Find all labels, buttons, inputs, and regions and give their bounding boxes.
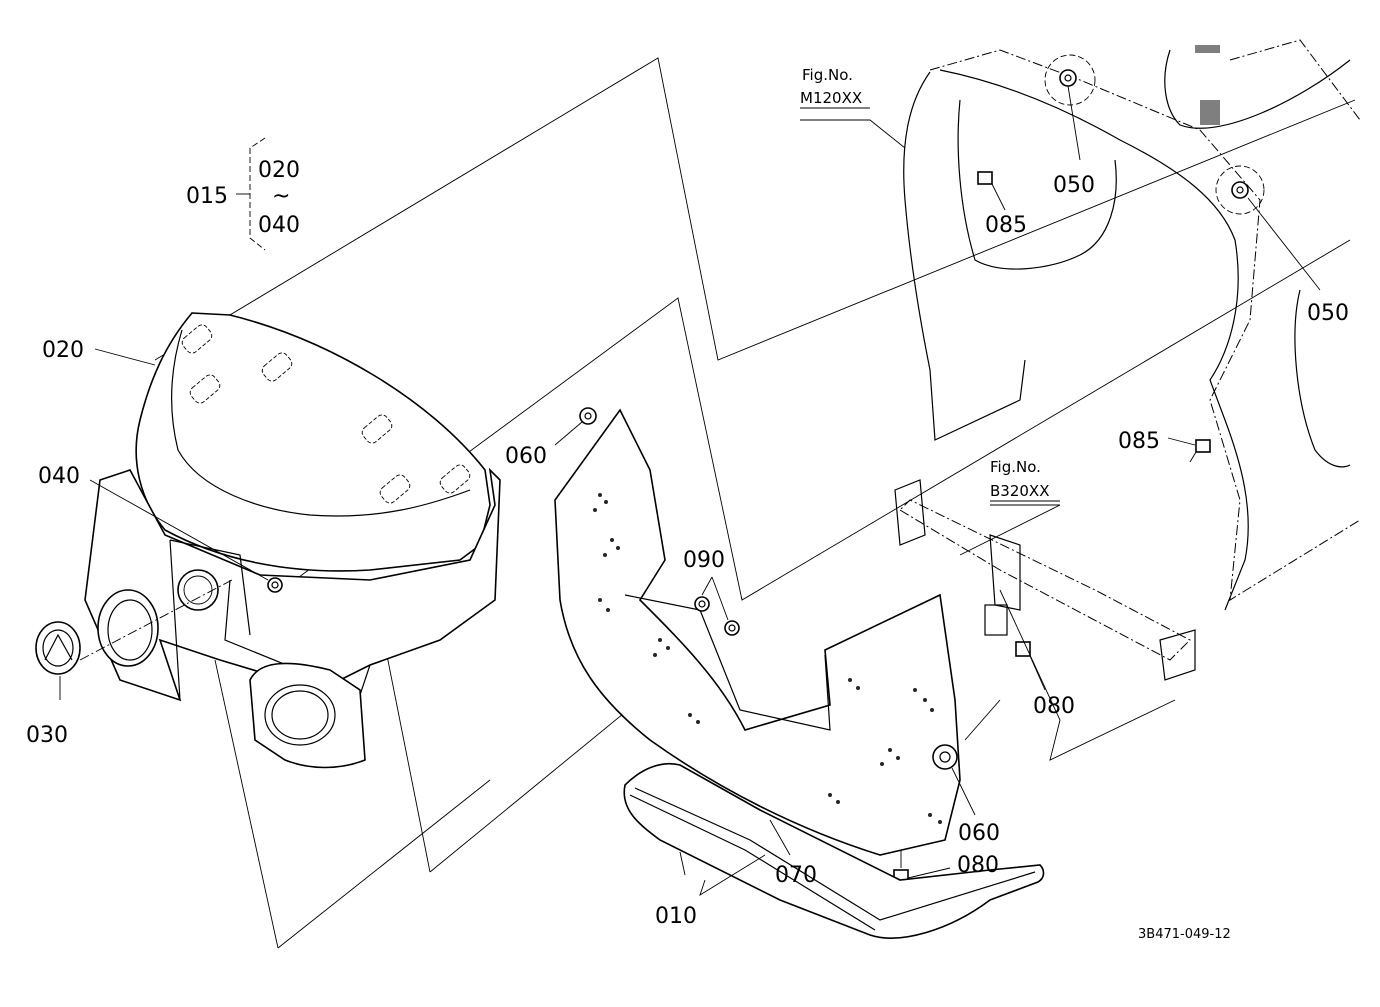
fig-ref-mid-number: B320XX <box>990 482 1049 500</box>
group-bracket-015 <box>236 137 266 251</box>
front-bracket-assembly <box>894 479 1196 681</box>
nut-060-bottom <box>932 744 976 816</box>
leader-070 <box>769 819 791 856</box>
label-085-top: 085 <box>985 213 1027 238</box>
projection-plane-lower-2 <box>277 779 491 949</box>
leader-020 <box>94 348 156 366</box>
bolt-050-right <box>1231 181 1321 291</box>
label-060-top: 060 <box>505 444 547 469</box>
reference-line-080 <box>999 589 1176 761</box>
nut-090-a <box>694 596 710 612</box>
leader-090-a <box>701 576 713 596</box>
nut-060-top <box>579 407 597 425</box>
projection-plane-lower-4 <box>429 699 641 873</box>
projection-plane-lower <box>214 659 279 949</box>
leader-fig-m120xx <box>800 119 906 149</box>
label-080-bottom: 080 <box>957 853 999 878</box>
nut-090-b <box>724 620 740 636</box>
leader-090-b <box>711 576 729 621</box>
label-070: 070 <box>775 863 817 888</box>
label-020: 020 <box>42 338 84 363</box>
fig-ref-top-prefix: Fig.No. <box>802 66 853 84</box>
label-range-start: 020 <box>258 158 300 183</box>
front-frame-assembly <box>903 39 1361 611</box>
emblem-030 <box>35 579 233 700</box>
label-050-top: 050 <box>1053 173 1095 198</box>
bolt-080-top <box>1015 641 1046 691</box>
label-015: 015 <box>186 184 228 209</box>
leader-fig-b320xx <box>959 504 1061 556</box>
nut-040 <box>89 479 283 593</box>
leader-060-top <box>554 421 583 446</box>
leader-010-a <box>679 851 686 876</box>
label-040: 040 <box>38 464 80 489</box>
bolt-050-top <box>1059 69 1081 161</box>
label-060-bottom: 060 <box>958 821 1000 846</box>
bolt-085-right <box>1167 437 1211 463</box>
label-090: 090 <box>683 548 725 573</box>
fig-ref-top-number: M120XX <box>800 89 862 107</box>
label-range-separator: ~ <box>272 184 290 209</box>
front-grille-070 <box>554 408 961 856</box>
label-030: 030 <box>26 723 68 748</box>
drawing-code: 3B471-049-12 <box>1138 927 1231 942</box>
label-085-right: 085 <box>1118 429 1160 454</box>
hood-020 <box>135 312 491 572</box>
leader-010-b <box>699 854 766 897</box>
bottom-skirt-010 <box>623 762 1045 939</box>
label-080-top: 080 <box>1033 694 1075 719</box>
label-050-right: 050 <box>1307 301 1349 326</box>
projection-plane-upper <box>154 57 1356 361</box>
bolt-085-top <box>977 171 1006 211</box>
reference-line-060 <box>964 699 1001 741</box>
label-010: 010 <box>655 904 697 929</box>
label-range-end: 040 <box>258 213 300 238</box>
fig-ref-mid-prefix: Fig.No. <box>990 458 1041 476</box>
